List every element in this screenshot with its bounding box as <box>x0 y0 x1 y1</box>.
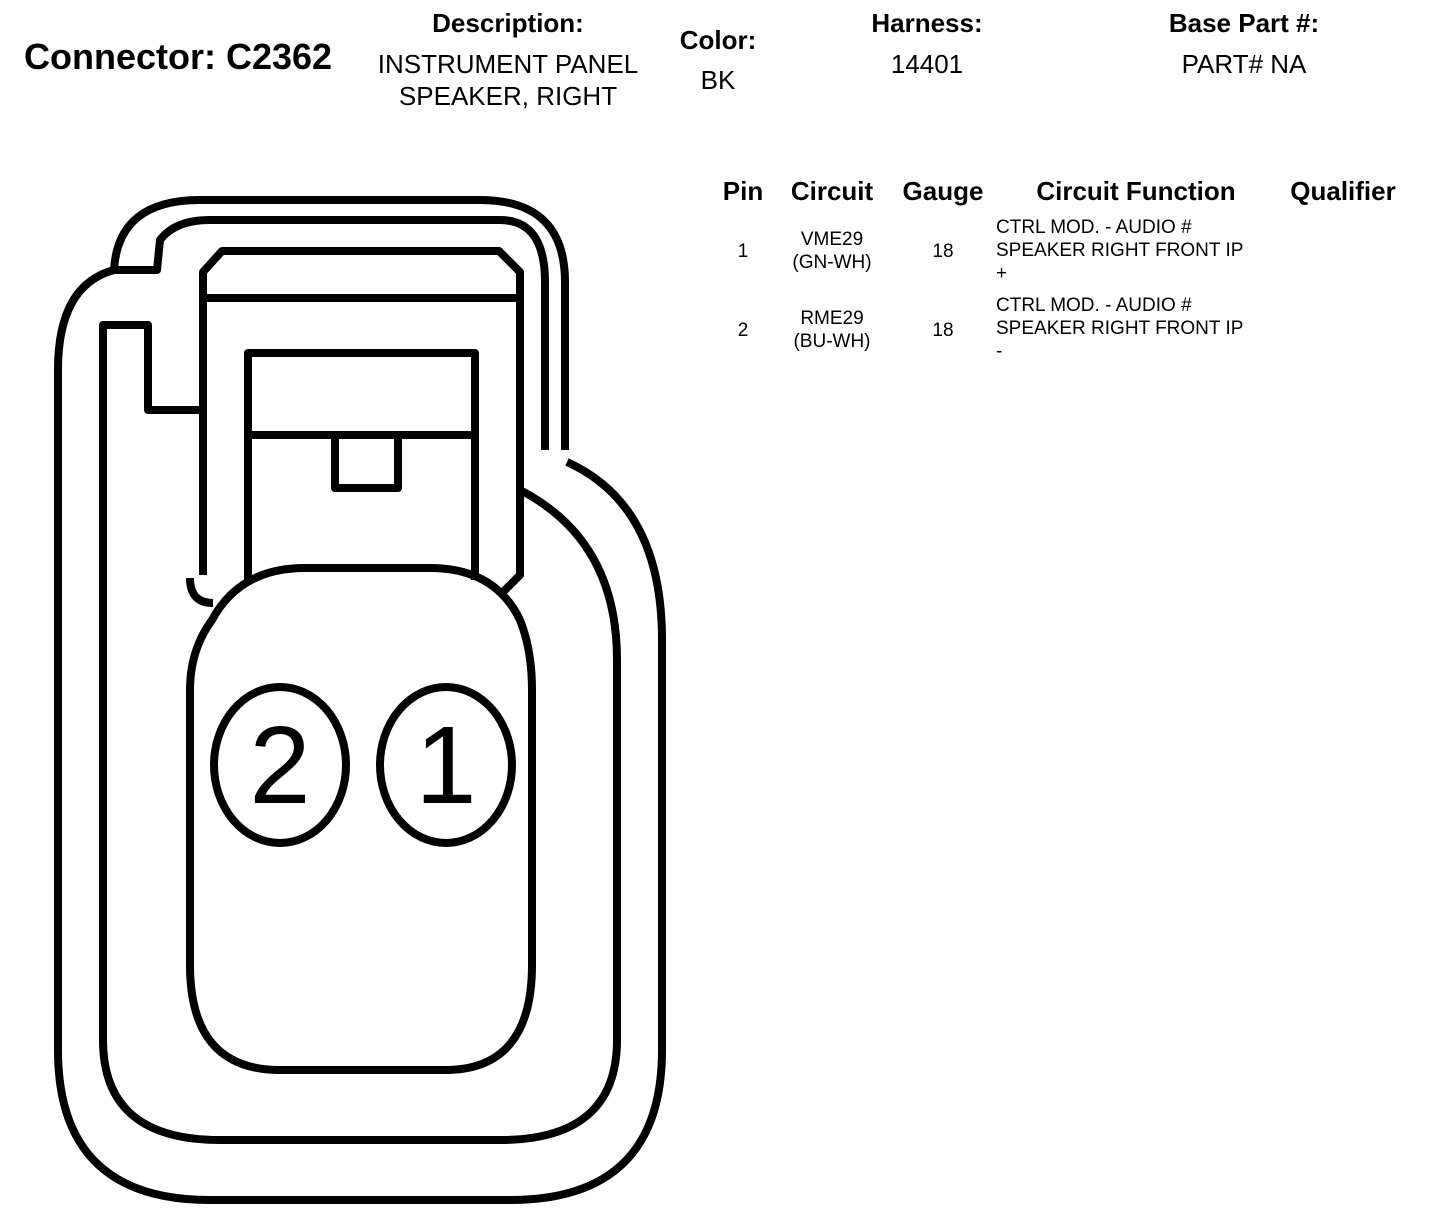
harness-label: Harness: <box>871 8 983 38</box>
row-function-line-3: - <box>996 341 1003 362</box>
color-label: Color: <box>679 25 757 55</box>
col-header-gauge: Gauge <box>902 176 984 206</box>
harness-value: 14401 <box>890 49 964 79</box>
latch-window <box>244 349 479 580</box>
row-function: CTRL MOD. - AUDIO # SPEAKER RIGHT FRONT … <box>996 216 1243 285</box>
description-label: Description: <box>432 8 584 38</box>
col-header-pin: Pin <box>722 176 764 206</box>
latch-notch <box>331 435 402 492</box>
pin-2-circle <box>210 683 350 847</box>
row-gauge: 18 <box>932 320 954 341</box>
base-part-label: Base Part #: <box>1168 8 1320 38</box>
housing-inner-outline <box>115 216 549 450</box>
latch-outline <box>199 247 524 598</box>
col-header-qualifier: Qualifier <box>1290 176 1396 206</box>
row-circuit: VME29 (GN-WH) <box>777 228 887 274</box>
description-line-1: INSTRUMENT PANEL <box>377 49 639 79</box>
col-header-circuit: Circuit <box>790 176 874 206</box>
col-header-circuit-function: Circuit Function <box>1036 176 1236 206</box>
row-function-line-1: CTRL MOD. - AUDIO # <box>996 217 1192 238</box>
row-pin: 2 <box>737 320 749 341</box>
pin-2-label: 2 <box>249 704 310 827</box>
row-circuit-code: VME29 <box>800 229 864 250</box>
connector-title: Connector: C2362 <box>24 36 333 77</box>
description-line-2: SPEAKER, RIGHT <box>398 81 618 111</box>
description-value: INSTRUMENT PANEL SPEAKER, RIGHT <box>358 48 658 112</box>
connector-face-diagram: 2 1 <box>54 196 666 1204</box>
housing-outer-outline <box>54 196 666 1204</box>
color-value: BK <box>700 65 736 95</box>
row-function-line-2: SPEAKER RIGHT FRONT IP <box>996 318 1244 339</box>
row-circuit-color: (GN-WH) <box>792 252 872 273</box>
housing-inner-cavity <box>99 321 621 1144</box>
row-circuit: RME29 (BU-WH) <box>777 307 887 353</box>
row-function-line-1: CTRL MOD. - AUDIO # <box>996 295 1192 316</box>
base-part-value: PART# NA <box>1181 49 1307 79</box>
clip-hook <box>186 577 214 607</box>
pin-cavity-body <box>186 564 536 1074</box>
pin-1-circle <box>376 683 516 847</box>
row-gauge: 18 <box>932 241 954 262</box>
row-circuit-color: (BU-WH) <box>793 331 871 352</box>
row-circuit-code: RME29 <box>800 308 864 329</box>
pin-1-label: 1 <box>415 704 476 827</box>
row-function-line-3: + <box>996 263 1008 284</box>
row-function: CTRL MOD. - AUDIO # SPEAKER RIGHT FRONT … <box>996 294 1243 363</box>
row-pin: 1 <box>737 241 749 262</box>
row-function-line-2: SPEAKER RIGHT FRONT IP <box>996 240 1244 261</box>
